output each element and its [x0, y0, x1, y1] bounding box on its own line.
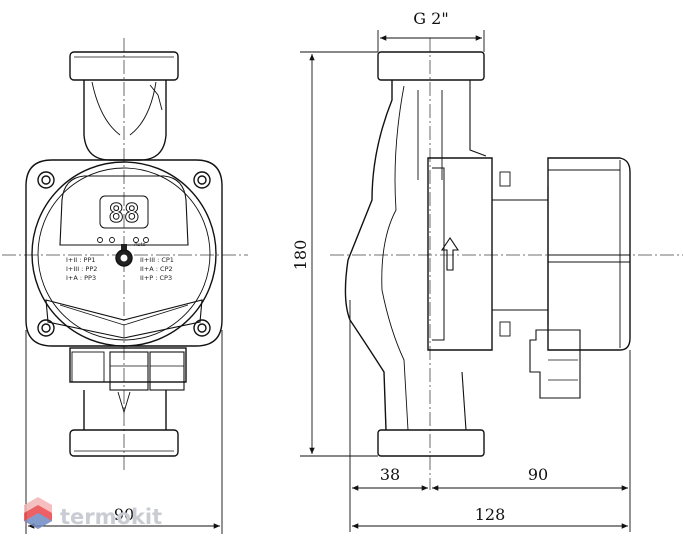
auto-label: Auto — [134, 242, 146, 248]
corner-bolts — [37, 171, 211, 337]
front-width-dimension — [25, 330, 223, 534]
mode-label-left: I+II : PP1 — [66, 256, 96, 264]
front-width-label: 90 — [114, 505, 134, 524]
mode-label-right: II+III : CP1 — [140, 256, 174, 264]
depth-right-label: 90 — [528, 465, 548, 484]
control-face — [31, 161, 217, 347]
thread-dimension — [377, 30, 485, 52]
height-dimension — [300, 51, 378, 457]
left-mode-list: I+II : PP1 I+III : PP2 I+A : PP3 — [66, 256, 97, 282]
mode-label-left: I+III : PP2 — [66, 265, 97, 273]
motor-stator — [427, 157, 493, 351]
depth-split-dimension — [349, 300, 631, 532]
cable-connector — [529, 329, 581, 399]
depth-total-label: 128 — [475, 505, 506, 524]
termokit-logo — [24, 497, 52, 529]
watermark-text: termokit — [60, 505, 162, 529]
mode-label-right: II+P : CP3 — [140, 274, 172, 282]
mode-leds — [97, 237, 149, 243]
terminal-box — [69, 347, 187, 383]
bottom-flange — [69, 429, 179, 457]
thread-label: G 2" — [413, 9, 448, 28]
side-bottom-flange — [377, 429, 485, 457]
display-panel — [59, 175, 189, 246]
top-flange — [69, 51, 179, 81]
lower-chevron — [45, 299, 203, 339]
bottom-neck — [83, 390, 167, 430]
display-digits: 88 — [108, 199, 139, 229]
flow-arrow-icon — [440, 237, 460, 271]
mode-label-left: I+A : PP3 — [66, 274, 96, 282]
front-view — [2, 38, 248, 470]
volute-outline — [344, 80, 393, 431]
mode-label-right: II+A : CP2 — [140, 265, 173, 273]
digit-display — [99, 195, 149, 229]
depth-left-label: 38 — [380, 465, 400, 484]
side-view — [330, 38, 683, 490]
height-label: 180 — [291, 240, 310, 271]
motor-housing — [25, 159, 223, 347]
control-box — [547, 157, 631, 351]
side-top-flange — [377, 51, 485, 81]
right-mode-list: II+III : CP1 II+A : CP2 II+P : CP3 — [140, 256, 174, 282]
